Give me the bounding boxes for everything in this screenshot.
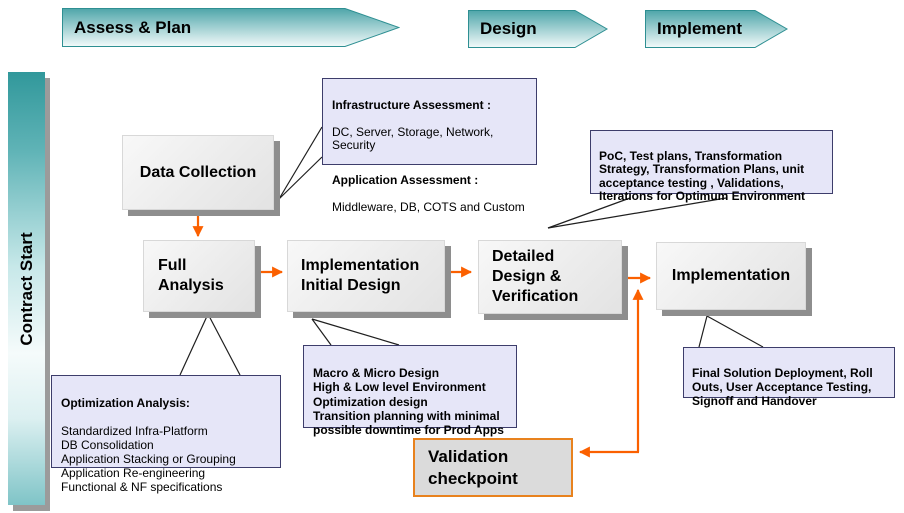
pointer-final-a <box>698 315 708 348</box>
banner-implement: Implement <box>645 10 788 48</box>
callout-title: Application Assessment : <box>332 173 479 187</box>
callout-infrastructure-assessment: Infrastructure Assessment : DC, Server, … <box>322 78 537 214</box>
callout-title: Optimization Analysis: <box>61 396 190 410</box>
pointer-macro-a <box>311 318 332 346</box>
banner-design-label: Design <box>480 19 537 38</box>
callout-body: Final Solution Deployment, Roll Outs, Us… <box>692 366 873 408</box>
flow-box-validation-checkpoint: Validation checkpoint <box>413 438 573 497</box>
callout-title: Infrastructure Assessment : <box>332 97 491 112</box>
flow-box-label: Data Collection <box>139 163 257 181</box>
contract-start-bar: Contract Start <box>8 72 45 505</box>
banner-arrow-shape <box>62 8 400 47</box>
banner-assess-plan: Assess & Plan <box>62 8 400 47</box>
pointer-infra-a <box>278 126 323 200</box>
pointer-infra-b <box>278 156 323 200</box>
callout-macro-micro-design: Macro & Micro Design High & Low level En… <box>303 345 517 437</box>
flow-box-full-analysis: Full Analysis <box>143 240 255 312</box>
callout-poc-test-plans: PoC, Test plans, Transformation Strategy… <box>590 130 833 203</box>
flow-box-label: Full Analysis <box>158 257 224 294</box>
callout-optimization-analysis: Optimization Analysis: Standardized Infr… <box>51 375 281 494</box>
callout-body: Macro & Micro Design High & Low level En… <box>313 366 504 438</box>
callout-final-solution-deployment: Final Solution Deployment, Roll Outs, Us… <box>683 347 895 408</box>
banner-design: Design <box>468 10 608 48</box>
flow-box-detailed-design-verification: Detailed Design & Verification <box>478 240 622 314</box>
banner-arrow-shape <box>468 10 608 48</box>
flow-box-implementation-initial-design: Implementation Initial Design <box>287 240 445 312</box>
flow-box-label: Implementation Initial Design <box>301 257 420 294</box>
callout-body: DC, Server, Storage, Network, Security <box>332 124 494 152</box>
flow-box-label: Detailed Design & Verification <box>492 248 579 305</box>
callout-body: PoC, Test plans, Transformation Strategy… <box>599 148 806 203</box>
pointer-optimization-b <box>207 313 241 376</box>
pointer-optimization-a <box>179 313 209 376</box>
pointer-final-b <box>706 315 764 348</box>
pointer-macro-b <box>311 318 400 346</box>
contract-start-label: Contract Start <box>16 231 36 346</box>
callout-body: Standardized Infra-Platform DB Consolida… <box>61 424 236 494</box>
banner-implement-label: Implement <box>657 19 743 38</box>
banner-assess-plan-label: Assess & Plan <box>74 17 192 37</box>
flow-box-implementation: Implementation <box>656 242 806 310</box>
flow-box-data-collection: Data Collection <box>122 135 274 210</box>
flow-box-label: Implementation <box>671 267 791 284</box>
flow-box-label: Validation checkpoint <box>428 447 518 488</box>
callout-body: Middleware, DB, COTS and Custom <box>332 200 525 214</box>
banner-arrow-shape <box>645 10 788 48</box>
